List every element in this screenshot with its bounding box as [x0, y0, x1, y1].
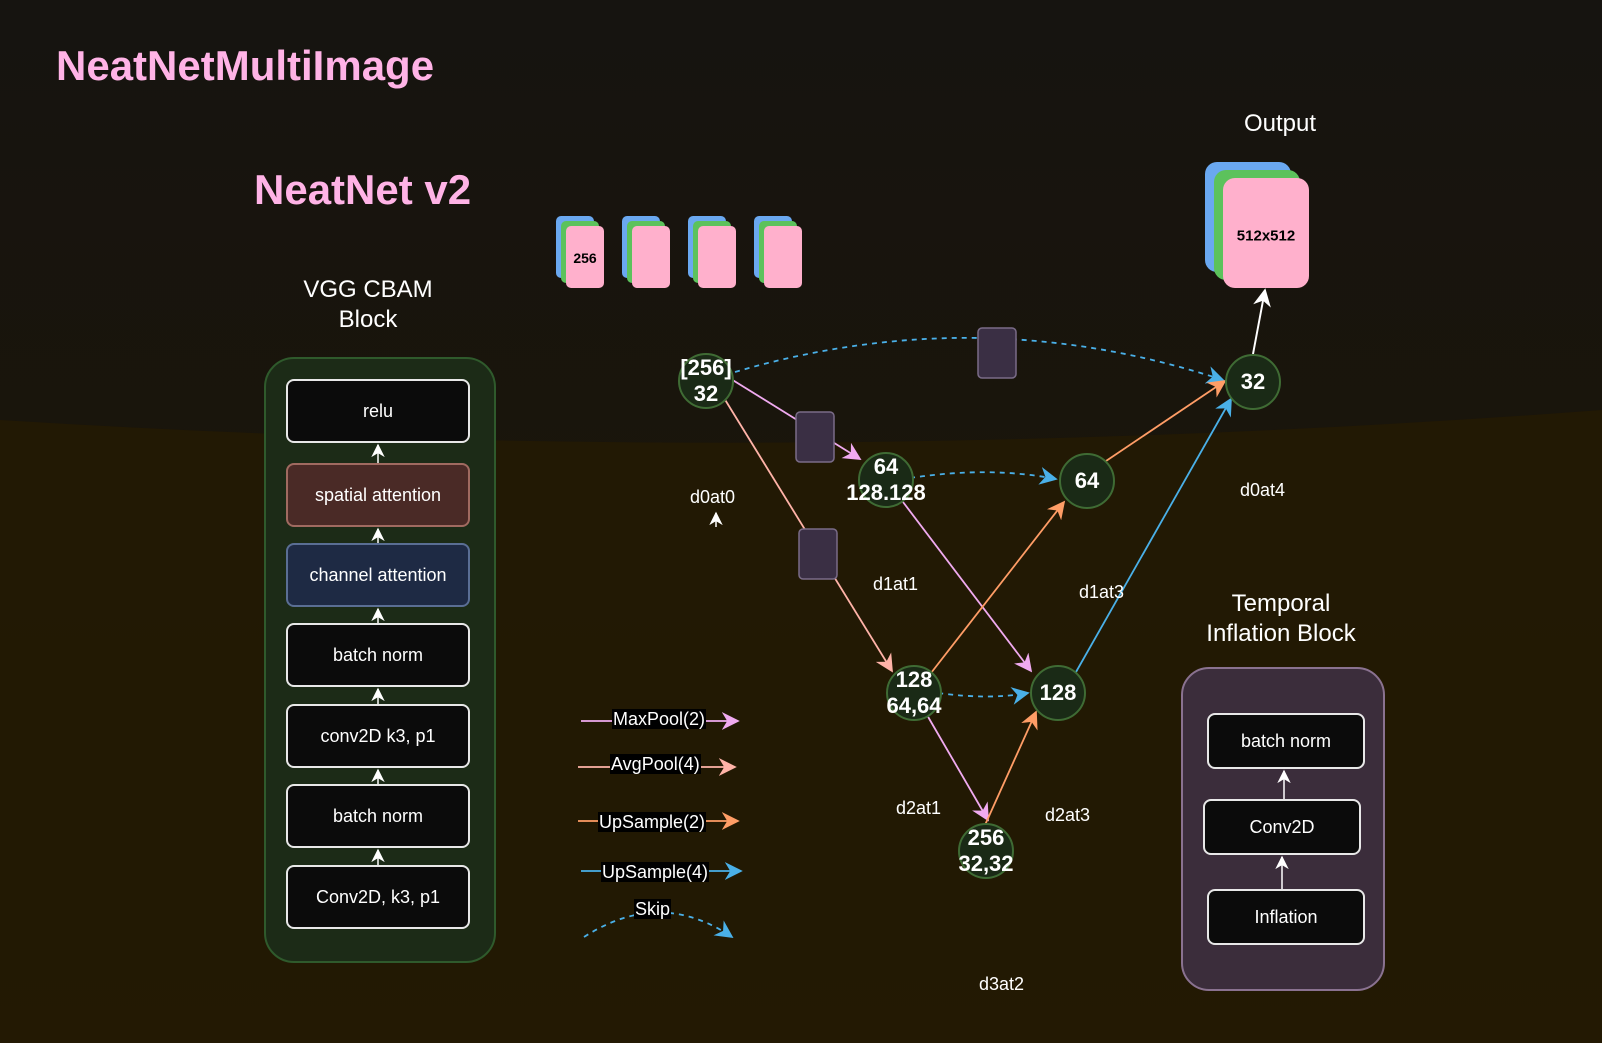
- edge-maxpool-d1at1-d2at3: [902, 501, 1033, 673]
- node-d1at3: [1059, 453, 1115, 509]
- temporal-block-heading: Temporal Inflation Block: [1206, 590, 1356, 647]
- vgg-layer-conv2d-2: Conv2D, k3, p1: [286, 865, 470, 929]
- node-d0at0: [678, 353, 734, 409]
- input-size-label: 256: [573, 250, 597, 266]
- node-d1at1: [858, 452, 914, 508]
- temporal-flow-arrows: [1275, 769, 1291, 889]
- output-arrow: [1252, 288, 1271, 355]
- skip-d2at1-d2at3: [937, 687, 1030, 705]
- node-d2at3-text: 128: [1039, 680, 1077, 705]
- legend-upsample4-label: UpSample(4): [601, 862, 710, 882]
- vgg-layer-relu: relu: [286, 379, 470, 443]
- legend-skip-arrow: [583, 911, 734, 939]
- edge-up2-d1at3-d0at4: [1105, 379, 1227, 462]
- vgg-layer-channel-attention: channel attention: [286, 543, 470, 607]
- attention-box-3: [977, 327, 1017, 379]
- legend-skip-label: Skip: [634, 899, 672, 919]
- legend-upsample2-label: UpSample(2): [598, 812, 707, 832]
- node-d2at1: [886, 665, 942, 721]
- node-d3at2-text: 256 32,32: [958, 825, 1014, 876]
- edge-up4-d2at3-d0at4: [1075, 397, 1232, 673]
- label-d3at2: d3at2: [979, 974, 1025, 994]
- temporal-layer-conv2d: Conv2D: [1203, 799, 1361, 855]
- input-stack-1: [556, 216, 604, 288]
- label-d2at3: d2at3: [1045, 805, 1091, 825]
- vgg-layer-batch-norm-1: batch norm: [286, 623, 470, 687]
- label-d1at3: d1at3: [1079, 582, 1125, 602]
- label-d2at1: d2at1: [896, 798, 942, 818]
- output-size-label: 512x512: [1236, 227, 1296, 245]
- input-stack-4: [754, 216, 802, 288]
- output-heading: Output: [1243, 110, 1317, 137]
- attention-box-1: [795, 411, 835, 463]
- vgg-layer-spatial-attention: spatial attention: [286, 463, 470, 527]
- diagram-subtitle: NeatNet v2: [254, 166, 472, 213]
- label-d0at0: d0at0: [690, 487, 736, 507]
- legend-maxpool-label: MaxPool(2): [612, 709, 707, 729]
- label-d0at4: d0at4: [1240, 480, 1286, 500]
- vgg-block-heading: VGG CBAM Block: [303, 276, 433, 333]
- node-d0at0-text: [256] 32: [680, 355, 732, 406]
- node-d1at1-text: 64 128.128: [846, 454, 926, 505]
- node-d3at2: [958, 823, 1014, 879]
- vgg-layer-batch-norm-2: batch norm: [286, 784, 470, 848]
- edge-up2-d3at2-d2at3: [984, 710, 1038, 826]
- output-stack: [1205, 162, 1309, 288]
- edge-maxpool-d2at1-d3at2: [926, 714, 989, 822]
- input-stack-2: [622, 216, 670, 288]
- diagram-title: NeatNetMultiImage: [56, 42, 435, 89]
- node-d2at3: [1030, 665, 1086, 721]
- node-d0at4-text: 32: [1240, 369, 1266, 394]
- label-d1at1: d1at1: [873, 574, 919, 594]
- legend-avgpool-label: AvgPool(4): [610, 754, 701, 774]
- temporal-layer-inflation: Inflation: [1207, 889, 1365, 945]
- vgg-layer-conv2d-1: conv2D k3, p1: [286, 704, 470, 768]
- skip-d1at1-d1at3: [909, 467, 1058, 485]
- input-stack-3: [688, 216, 736, 288]
- temporal-layer-batch-norm: batch norm: [1207, 713, 1365, 769]
- node-d2at1-text: 128 64,64: [886, 667, 942, 718]
- attention-box-2: [798, 528, 838, 580]
- node-d0at4: [1225, 354, 1281, 410]
- node-d1at3-text: 64: [1074, 468, 1100, 493]
- edge-up2-d2at1-d1at3: [930, 500, 1066, 674]
